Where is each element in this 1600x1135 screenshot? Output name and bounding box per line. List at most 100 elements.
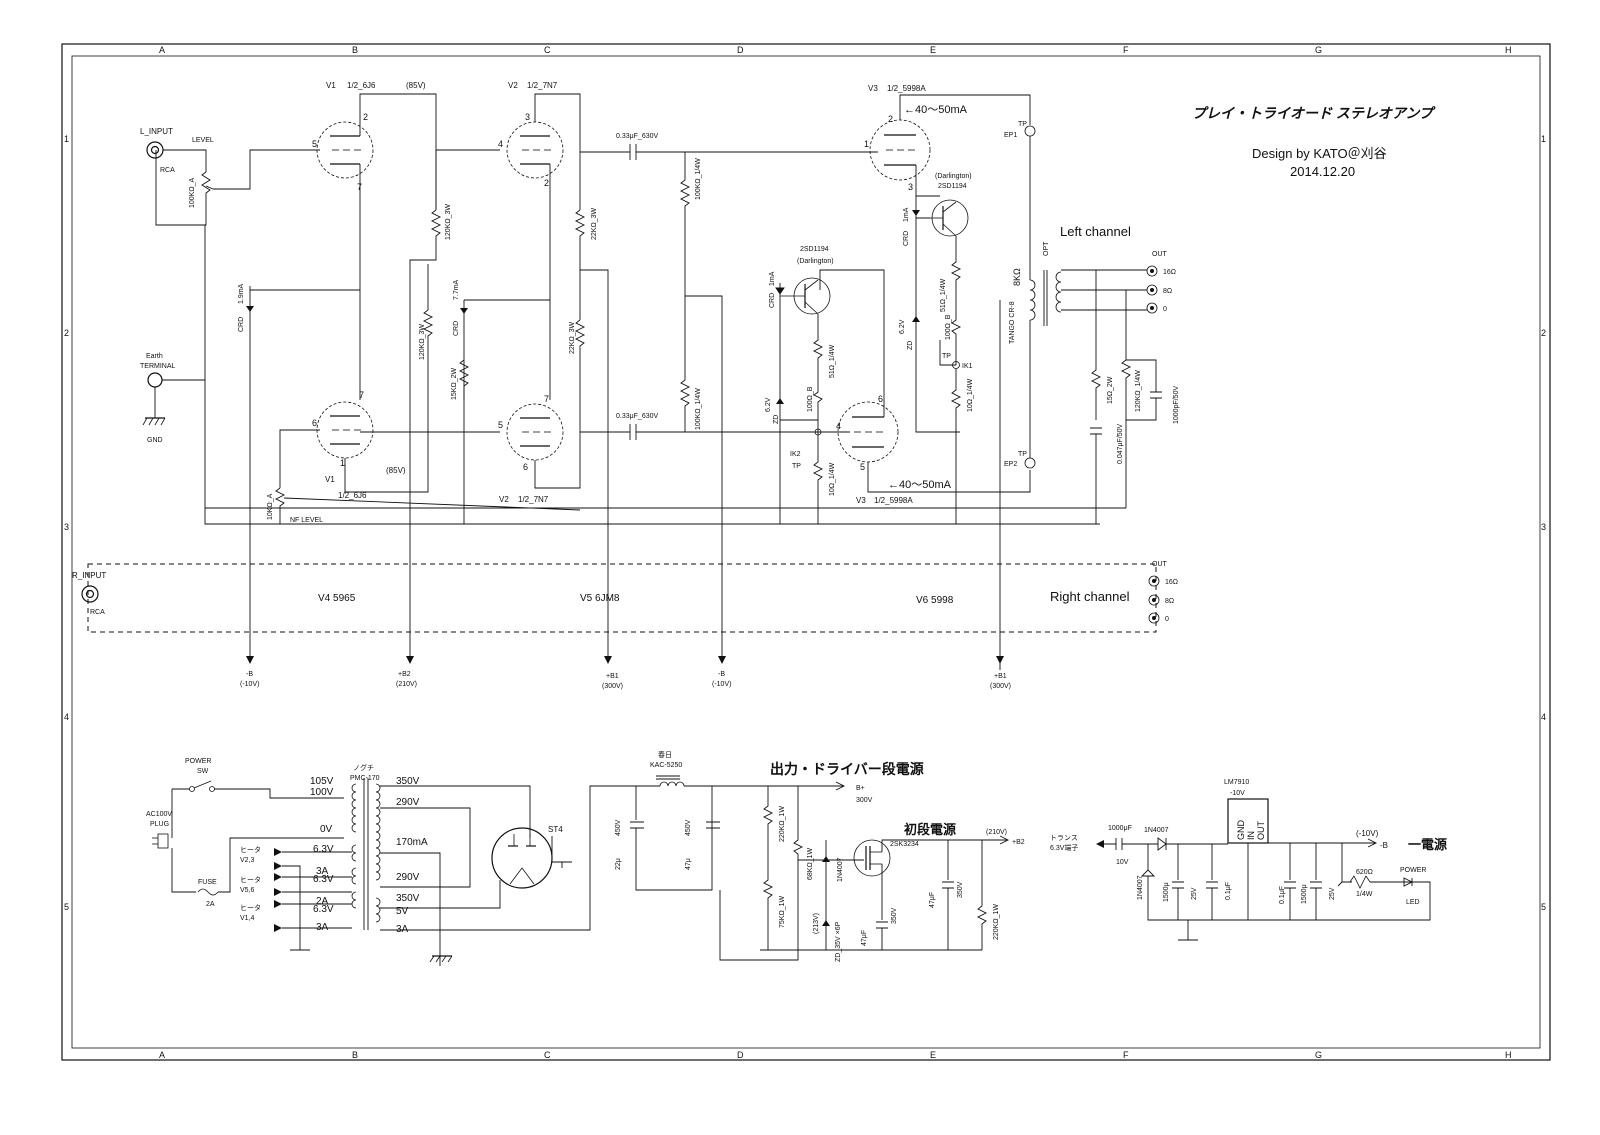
tube-pin: 4 xyxy=(836,421,841,431)
fuse xyxy=(197,888,219,896)
r-100k-a xyxy=(679,152,723,660)
neg-supply-title: 一電源 xyxy=(1408,837,1447,852)
rail-voltage: (-10V) xyxy=(240,681,259,688)
tube-pin: 2 xyxy=(544,178,549,188)
r-input-rca: RCA xyxy=(90,609,105,616)
c-01b-label: 0.1μF xyxy=(1279,886,1286,904)
r-15-label: 15Ω_2W xyxy=(1107,376,1114,404)
tube-pin: 6 xyxy=(878,394,883,404)
rail-voltage: (300V) xyxy=(990,683,1011,690)
v3-top-plate-wire xyxy=(899,94,1031,125)
col-label: E xyxy=(930,1050,936,1060)
nfb-network xyxy=(1120,290,1162,508)
rail-name: +B2 xyxy=(398,671,411,678)
rail-voltage: (-10V) xyxy=(712,681,731,688)
b2-label: +B2 xyxy=(1012,839,1025,846)
v3-top-tube xyxy=(869,119,931,181)
tp-ik2-label: IK2 xyxy=(790,451,801,458)
tube-pin: 7 xyxy=(357,182,362,192)
c-1000-label: 1000μF xyxy=(1108,825,1132,832)
col-label: H xyxy=(1505,1050,1512,1060)
col-label: G xyxy=(1315,45,1322,55)
pot-100-bottom-label: 100Ω_B xyxy=(807,386,814,412)
heater-wires xyxy=(282,851,352,951)
v2-bottom-plate-wire xyxy=(534,360,581,489)
v6-label: V6 5998 xyxy=(916,595,954,606)
tube-pin: 7 xyxy=(359,390,364,400)
b-plus-label: B+ xyxy=(856,785,865,792)
r-15k-2w-label: 15KΩ_2W xyxy=(451,368,458,400)
tp-ep1-label: TP xyxy=(1018,121,1027,128)
choke-part: KAC-5250 xyxy=(650,762,682,769)
output-transformer xyxy=(1029,270,1062,326)
row-label: 5 xyxy=(1541,902,1546,912)
rectifier-tube xyxy=(491,827,553,889)
crd-top-wire xyxy=(915,196,960,433)
r-220k-b-label: 220KΩ_1W xyxy=(993,904,1000,940)
r-100k-a-label: 100KΩ_1/4W xyxy=(695,158,702,200)
row-label: 2 xyxy=(1541,328,1546,338)
filter-caps xyxy=(630,786,720,891)
heater-3-tubes: V1,4 xyxy=(240,915,255,922)
prim-105v: 105V xyxy=(310,776,334,787)
v3-top-cathode-wire xyxy=(915,165,940,197)
heater-3-label: ヒータ xyxy=(240,903,261,912)
out-16-label: 16Ω xyxy=(1163,269,1176,276)
level-label: LEVEL xyxy=(192,137,214,144)
r-out-0-label: 0 xyxy=(1165,616,1169,623)
out-terminal-8 xyxy=(1146,284,1158,296)
v1-bottom-voltage: (85V) xyxy=(386,466,406,475)
l-input-rca: RCA xyxy=(160,167,175,174)
r-620-wattage: 1/4W xyxy=(1356,891,1373,898)
reg-pin: OUT xyxy=(1256,821,1266,841)
col-label: E xyxy=(930,45,936,55)
right-channel-block xyxy=(87,563,1157,633)
cap-47-value: 47μ xyxy=(685,858,692,870)
row-label: 4 xyxy=(64,712,69,722)
zd-chain-label: ZD_35V ×6P xyxy=(835,921,842,962)
l-input-label: L_INPUT xyxy=(140,127,173,136)
crd1-current: 1.9mA xyxy=(238,283,245,304)
r-22k-3w-a-label: 22KΩ_3W xyxy=(591,208,598,240)
tp-top-label: TP xyxy=(942,353,951,360)
c-1000-voltage: 10V xyxy=(1116,859,1129,866)
power-sw-label: POWER xyxy=(185,758,211,765)
out-wires xyxy=(1061,269,1147,311)
zd-top-symbol xyxy=(912,316,920,322)
sec-5v: 5V xyxy=(396,906,409,917)
reg-pin: GND xyxy=(1236,820,1246,841)
trans-arrow xyxy=(1096,840,1104,848)
v1-bottom-tube xyxy=(316,401,374,459)
opt-label: OPT xyxy=(1043,241,1050,256)
zd-bottom-label: ZD xyxy=(773,415,780,424)
col-label: A xyxy=(159,1050,165,1060)
tp-ep2-label: TP xyxy=(1018,451,1027,458)
r-input-label: R_INPUT xyxy=(72,571,106,580)
earth-terminal-label: TERMINAL xyxy=(140,363,176,370)
v5-label: V5 6JM8 xyxy=(580,593,620,604)
trans-label: トランス xyxy=(1050,834,1078,842)
heater-1-tubes: V2,3 xyxy=(240,857,255,864)
v1-top-plate-wire xyxy=(312,93,437,210)
zd-top-value: 6.2V xyxy=(899,319,906,334)
col-label: D xyxy=(737,45,744,55)
r-out-terminal-8 xyxy=(1148,594,1160,606)
out-terminal-16 xyxy=(1146,265,1158,277)
led-power-label: POWER xyxy=(1400,867,1426,874)
nf-level-label: NF LEVEL xyxy=(290,517,323,524)
v3-top-id: V3 xyxy=(868,84,878,93)
neg-output-wires xyxy=(1268,838,1431,921)
trans-terminal: 6.3V端子 xyxy=(1050,843,1078,852)
col-label: F xyxy=(1123,1050,1129,1060)
sec-3a: 3A xyxy=(396,924,409,935)
tr-top-part: 2SD1194 xyxy=(938,183,967,190)
fuse-rating: 2A xyxy=(206,901,215,908)
r-51-top xyxy=(950,236,962,300)
col-label: C xyxy=(544,1050,551,1060)
tube-pin: 5 xyxy=(860,462,865,472)
zd-chain-symbol xyxy=(822,920,830,926)
out-terminal-0 xyxy=(1146,302,1158,314)
ep1-label: EP1 xyxy=(1004,132,1017,139)
v1-top-part: 1/2_6J6 xyxy=(347,81,376,90)
fuse-wires xyxy=(171,837,344,893)
